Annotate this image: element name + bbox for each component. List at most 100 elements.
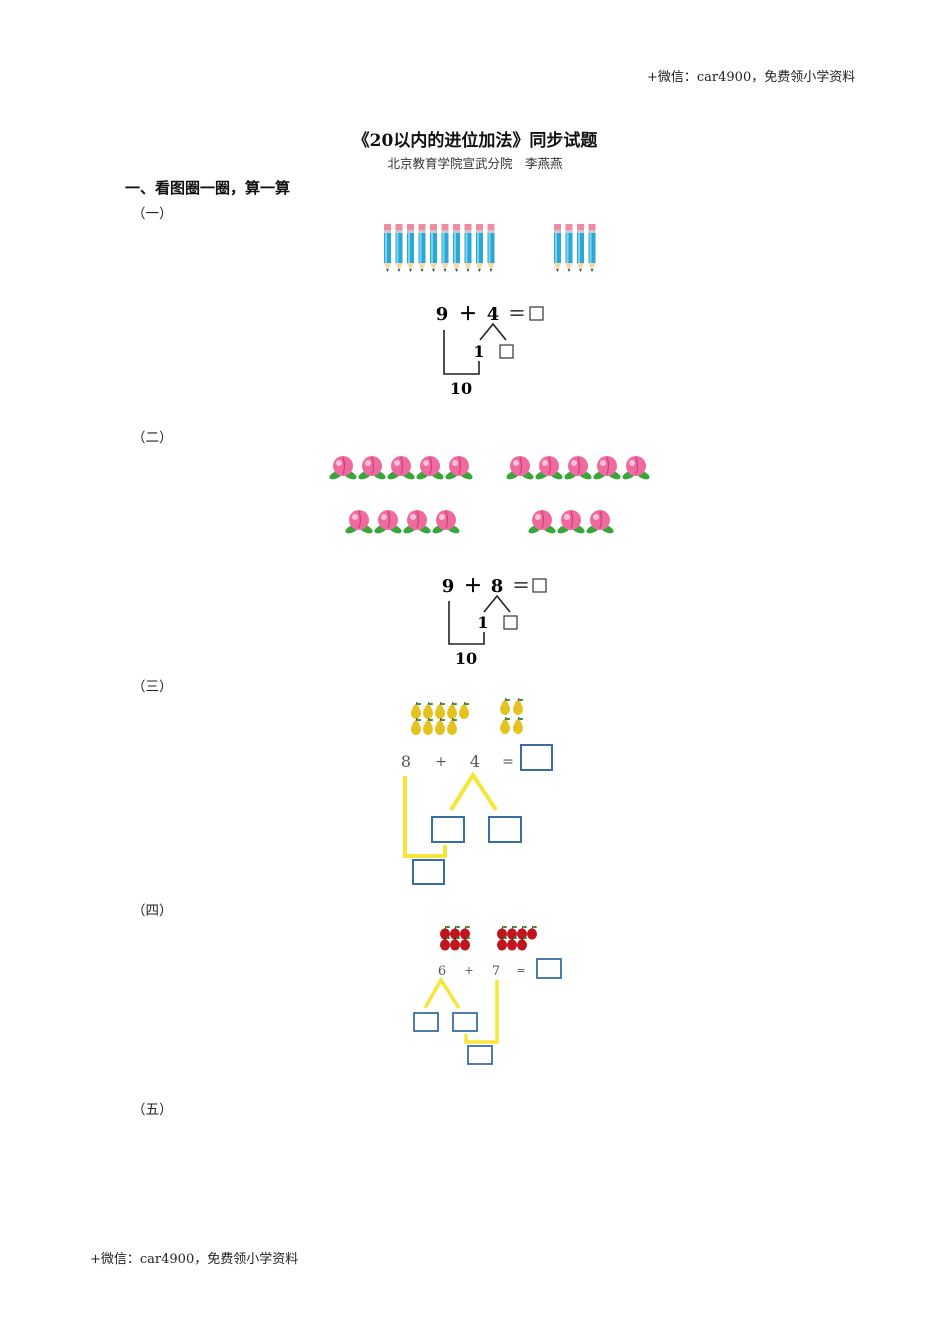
- eq4-split-box-right: [452, 1012, 478, 1032]
- pencil-icon: [407, 224, 414, 272]
- pear-groups: [411, 697, 524, 735]
- watermark-top: +微信：car4900，免费领小学资料: [647, 70, 856, 85]
- peach-icon: [593, 456, 621, 480]
- eq3-a: 8: [401, 752, 411, 771]
- apple-icon: [517, 936, 527, 951]
- part-label-2: （二）: [132, 430, 173, 446]
- pencil-icon: [395, 224, 403, 272]
- pear-icon: [500, 697, 511, 715]
- pencil-icon: [565, 224, 573, 272]
- apple-icon: [497, 925, 507, 940]
- eq2-eq: ＝: [512, 576, 530, 597]
- eq1-split-known: 1: [473, 342, 484, 361]
- eq4-op: +: [464, 964, 473, 977]
- peach-icon: [564, 456, 592, 480]
- pencil-group-ten: [384, 224, 495, 272]
- eq3-op: +: [435, 754, 447, 770]
- apple-icon: [517, 925, 527, 940]
- equation-1: 9 ＋ 4 ＝ 1 10: [436, 304, 544, 398]
- part-label-1: （一）: [132, 206, 173, 222]
- eq3-answer-box: [520, 744, 553, 771]
- pear-icon: [435, 701, 446, 719]
- pencil-icon: [577, 224, 584, 272]
- apple-icon: [460, 925, 470, 940]
- eq2-split-box: [503, 615, 518, 630]
- eq4-b: 7: [492, 964, 500, 979]
- pear-icon: [423, 701, 434, 719]
- peach-icon: [329, 456, 357, 480]
- eq3-b: 4: [470, 752, 480, 771]
- apple-groups: [440, 925, 537, 951]
- eq1-eq: ＝: [508, 304, 526, 325]
- eq3-ten-box: [412, 859, 445, 885]
- peach-groups: [329, 456, 650, 534]
- apple-icon: [507, 936, 517, 951]
- pear-icon: [459, 701, 470, 719]
- pencil-group-four: [554, 224, 596, 272]
- eq2-a: 9: [442, 576, 455, 597]
- eq1-b: 4: [487, 304, 500, 325]
- pear-icon: [513, 716, 524, 734]
- eq2-b: 8: [491, 576, 504, 597]
- peach-icon: [345, 510, 373, 534]
- eq1-ten: 10: [450, 379, 472, 398]
- pencil-icon: [487, 224, 495, 272]
- eq1-split-lines: [479, 322, 507, 341]
- apple-icon: [507, 925, 517, 940]
- eq1-answer-box: [529, 306, 544, 321]
- part-label-4: （四）: [132, 903, 173, 919]
- apple-icon: [440, 936, 450, 951]
- pencil-icon: [476, 224, 483, 272]
- equation-2: 9 ＋ 8 ＝ 1 10: [442, 576, 547, 668]
- eq2-ten: 10: [455, 649, 477, 668]
- page-title: 《20以内的进位加法》同步试题: [352, 131, 598, 151]
- peach-icon: [586, 510, 614, 534]
- peach-icon: [506, 456, 534, 480]
- watermark-bottom: +微信：car4900，免费领小学资料: [90, 1252, 299, 1267]
- eq4-ten-bracket: [464, 980, 499, 1044]
- pear-icon: [435, 717, 446, 735]
- pencil-icon: [453, 224, 460, 272]
- eq3-split-box-right: [488, 816, 522, 843]
- eq2-answer-box: [532, 578, 547, 593]
- section-heading: 一、看图圈一圈，算一算: [125, 179, 291, 197]
- equation-4: 6 + 7 =: [413, 958, 562, 1065]
- eq3-split-lines: [449, 771, 498, 812]
- peach-icon: [416, 456, 444, 480]
- eq4-split-lines: [423, 976, 461, 1009]
- peach-icon: [387, 456, 415, 480]
- author-line: 北京教育学院宣武分院 李燕燕: [387, 156, 563, 171]
- pencil-icon: [384, 224, 391, 272]
- apple-icon: [450, 925, 460, 940]
- eq4-ten-box: [467, 1045, 493, 1065]
- eq3-eq: =: [502, 754, 514, 770]
- eq4-answer-box: [536, 958, 562, 979]
- eq3-split-box-left: [431, 816, 465, 843]
- peach-icon: [445, 456, 473, 480]
- apple-icon: [460, 936, 470, 951]
- part-label-3: （三）: [132, 679, 173, 695]
- eq2-ten-bracket: [448, 601, 485, 645]
- peach-icon: [432, 510, 460, 534]
- pencil-icon: [464, 224, 472, 272]
- equation-3: 8 + 4 =: [401, 744, 553, 885]
- pencil-icon: [430, 224, 437, 272]
- pear-icon: [447, 701, 458, 719]
- pear-icon: [411, 701, 422, 719]
- peach-icon: [403, 510, 431, 534]
- eq1-op: ＋: [459, 304, 477, 325]
- eq4-a: 6: [438, 964, 446, 979]
- eq2-split-known: 1: [477, 613, 488, 632]
- pencil-icon: [418, 224, 426, 272]
- eq1-split-box: [499, 344, 514, 359]
- pear-icon: [423, 717, 434, 735]
- pencil-icon: [588, 224, 596, 272]
- peach-icon: [374, 510, 402, 534]
- eq4-eq: =: [516, 964, 525, 977]
- peach-icon: [535, 456, 563, 480]
- pear-icon: [447, 717, 458, 735]
- pencil-icon: [441, 224, 449, 272]
- eq2-split-lines: [483, 594, 511, 613]
- pencil-icon: [554, 224, 561, 272]
